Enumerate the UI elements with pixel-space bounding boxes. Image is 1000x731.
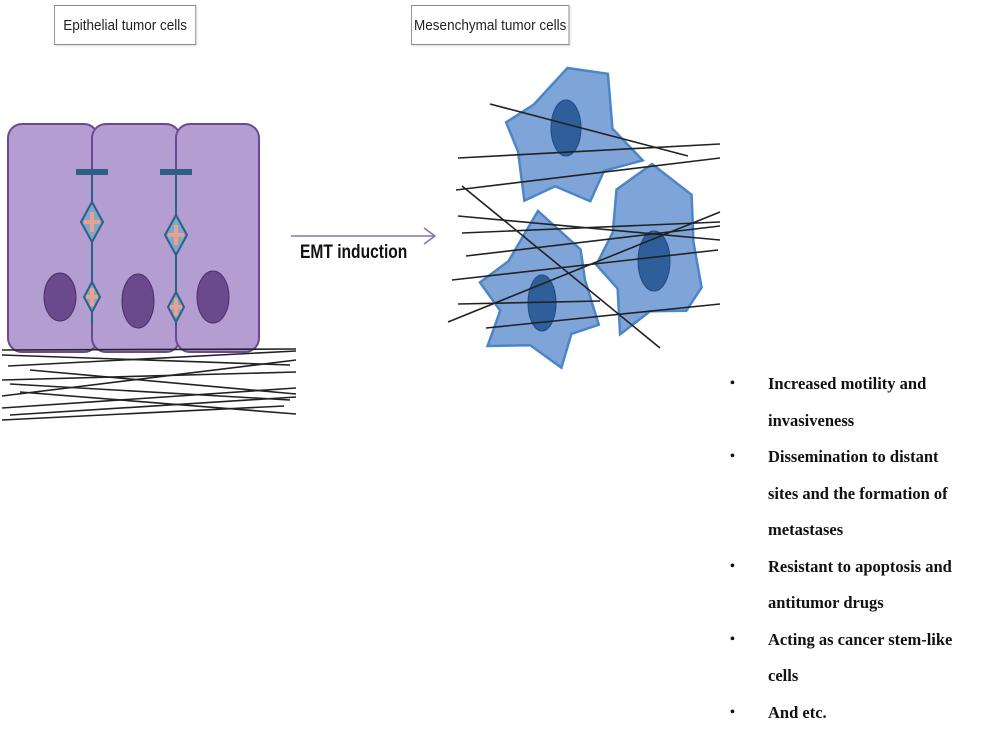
- tight-junction: [160, 169, 192, 175]
- epithelial-cell-layer: [8, 124, 259, 352]
- basement-membrane-fibers: [2, 349, 296, 420]
- list-item: •And etc.: [722, 695, 1000, 731]
- nucleus: [122, 274, 154, 328]
- mesenchymal-cell: [480, 211, 599, 368]
- tight-junction: [76, 169, 108, 175]
- nucleus: [551, 100, 581, 156]
- nucleus: [44, 273, 76, 321]
- nucleus: [197, 271, 229, 323]
- emt-arrow: [291, 228, 435, 244]
- nucleus: [638, 231, 670, 291]
- mesenchymal-cell-group: [480, 68, 702, 368]
